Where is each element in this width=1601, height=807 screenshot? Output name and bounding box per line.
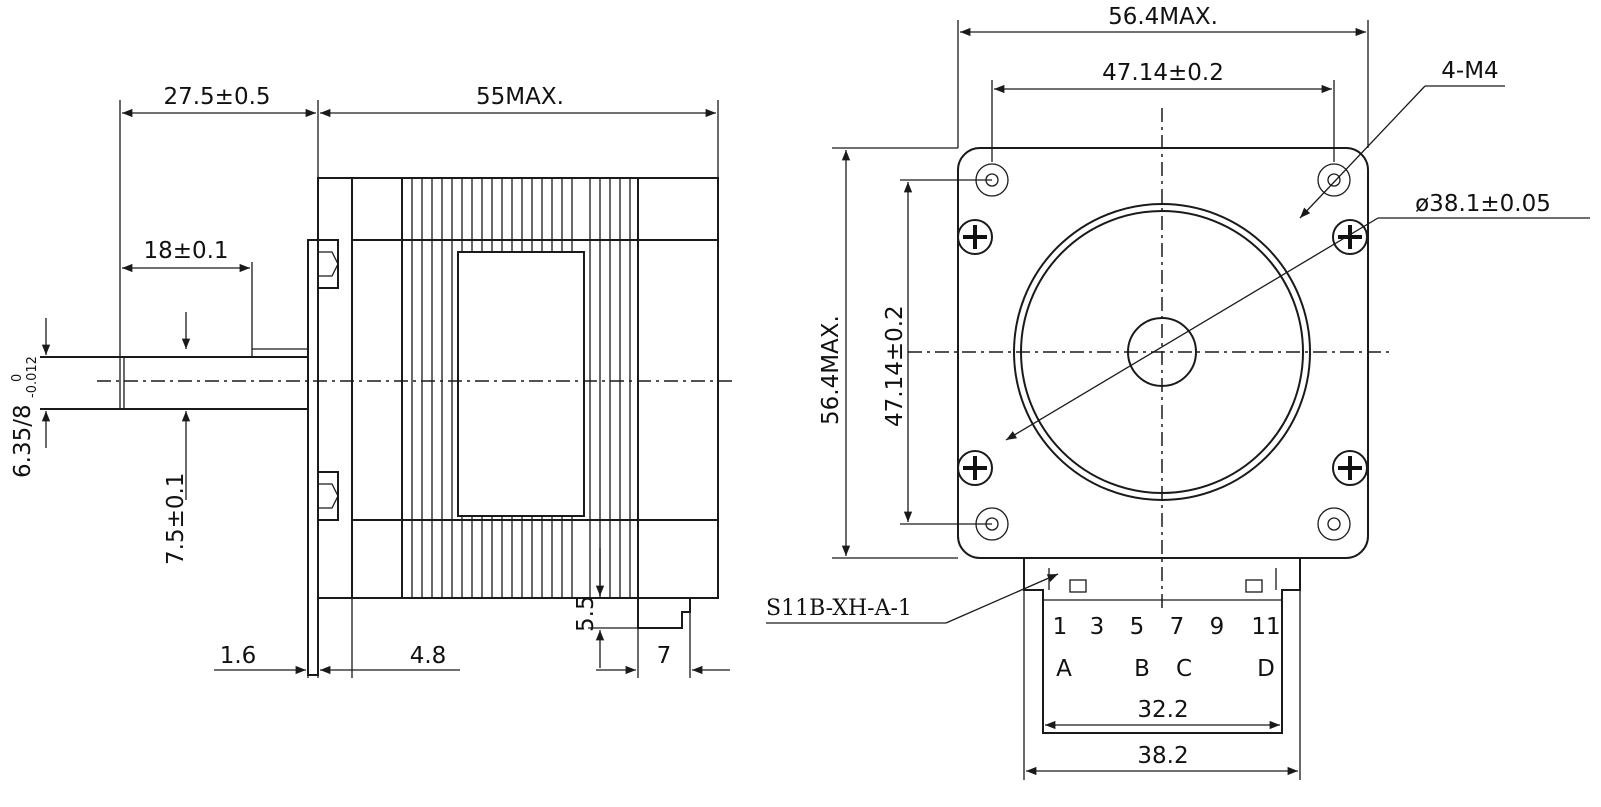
connector-part-label: S11B-XH-A-1 <box>766 596 912 621</box>
phase-label-d: D <box>1257 656 1275 682</box>
svg-text:6.35/8: 6.35/8 <box>10 404 36 478</box>
phase-label-b: B <box>1134 656 1150 682</box>
phase-label-a: A <box>1056 656 1072 682</box>
dim-body-length: 55MAX. <box>476 84 564 110</box>
dim-hole-pitch-h: 47.14±0.2 <box>1102 60 1224 86</box>
pilot-circle-outer <box>1013 203 1311 501</box>
screw-bl <box>957 450 993 486</box>
dim-flat-depth: 7.5±0.1 <box>163 473 189 565</box>
dim-flat-length: 18±0.1 <box>143 238 228 264</box>
motor-body <box>317 177 719 599</box>
side-view: 27.5±0.5 55MAX. 18±0.1 6.35/8 0 -0.012 7… <box>10 84 733 678</box>
dim-boss: 4.8 <box>410 643 447 669</box>
pilot-circle-inner <box>1020 210 1304 494</box>
mount-hole-tr <box>1317 163 1351 197</box>
front-view: 1 3 5 7 9 11 A B C D 56.4MAX. 47.14±0.2 … <box>766 4 1590 780</box>
dim-flange: 1.6 <box>220 643 257 669</box>
phase-label-c: C <box>1176 656 1192 682</box>
pin-label-7: 7 <box>1170 614 1185 640</box>
pin-label-3: 3 <box>1090 614 1105 640</box>
screw-br <box>1332 450 1368 486</box>
dim-connector-inner: 32.2 <box>1137 697 1188 723</box>
side-connector <box>637 598 691 629</box>
flange-screw-top <box>317 239 339 289</box>
dim-shaft-diameter: 6.35/8 0 -0.012 <box>10 356 40 478</box>
pin-label-11: 11 <box>1251 614 1280 640</box>
pilot-diameter-label: ø38.1±0.05 <box>1415 191 1551 217</box>
screw-tr <box>1332 219 1368 255</box>
flange-plate <box>307 239 319 676</box>
flange-screw-bottom <box>317 471 339 521</box>
dim-connector-outer: 38.2 <box>1137 743 1188 769</box>
pin-label-5: 5 <box>1130 614 1145 640</box>
front-flange-outline <box>957 147 1369 559</box>
pin-label-1: 1 <box>1053 614 1068 640</box>
svg-text:-0.012: -0.012 <box>25 356 40 398</box>
screw-tl <box>957 219 993 255</box>
shaft <box>40 262 308 410</box>
front-connector <box>1023 558 1301 734</box>
front-shaft-circle <box>1127 317 1197 387</box>
holes-label: 4-M4 <box>1441 58 1498 84</box>
dim-hole-pitch-v: 47.14±0.2 <box>882 305 908 427</box>
dim-height: 56.4MAX. <box>818 315 844 425</box>
pin-label-9: 9 <box>1210 614 1225 640</box>
dim-width: 56.4MAX. <box>1108 4 1218 30</box>
dim-connector-width: 7 <box>657 643 672 669</box>
dim-shaft-length: 27.5±0.5 <box>163 84 270 110</box>
dim-connector-height: 5.5 <box>573 595 599 632</box>
mount-hole-br <box>1317 507 1351 541</box>
svg-text:0: 0 <box>10 374 25 382</box>
